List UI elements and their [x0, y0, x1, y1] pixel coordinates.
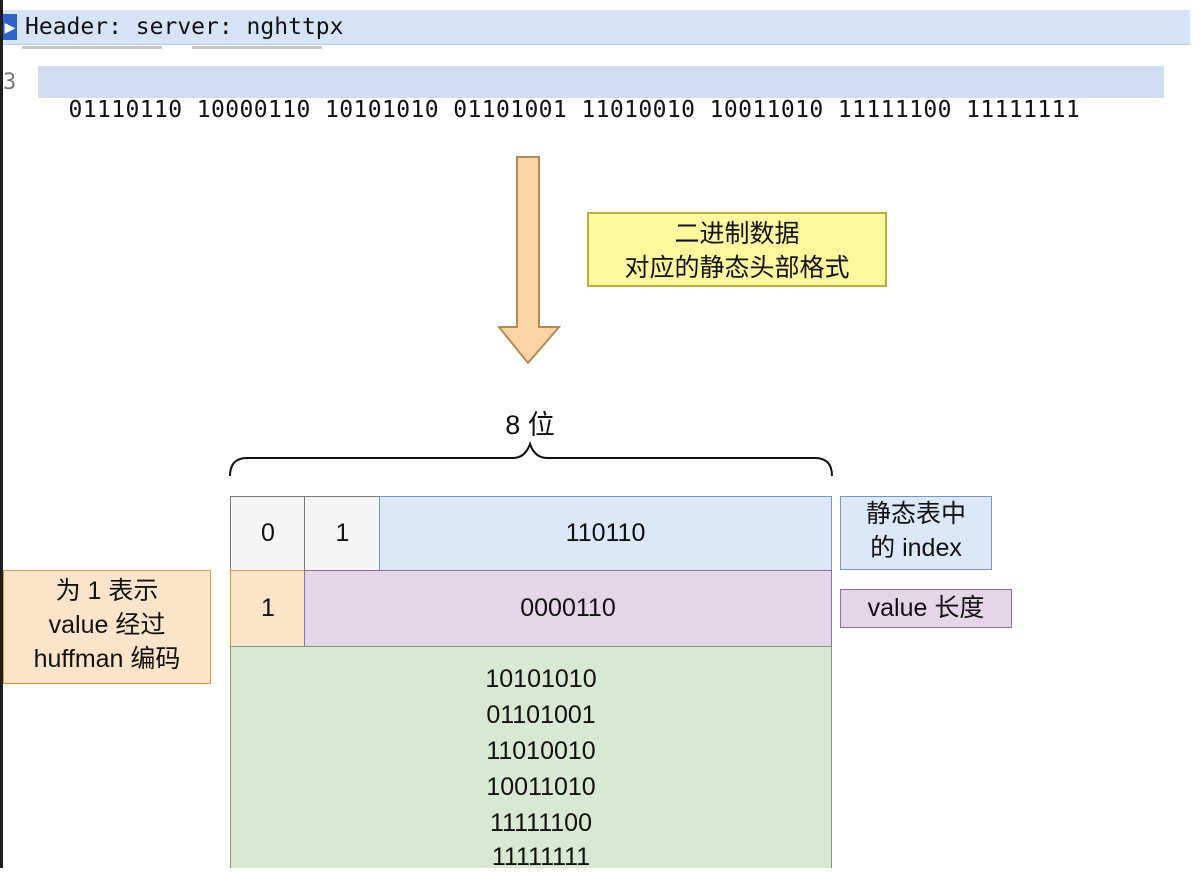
huffman-label-line-3: huffman 编码 [33, 645, 181, 673]
down-arrow-icon [498, 156, 562, 365]
note-line-1: 二进制数据 [674, 220, 800, 248]
index-label-line-1: 静态表中 [865, 500, 966, 528]
index-label: 静态表中 的 index [840, 496, 992, 570]
selected-header-row[interactable]: ▶ Header: server: nghttpx [3, 10, 1190, 45]
byte-8: 11111111 [966, 97, 1081, 123]
byte-6: 10011010 [709, 97, 824, 123]
conversion-note: 二进制数据 对应的静态头部格式 [587, 212, 887, 287]
width-label: 8 位 [505, 410, 555, 440]
huffman-label-line-1: 为 1 表示 [55, 577, 159, 605]
bits-highlight [38, 66, 1164, 98]
width-brace [229, 441, 833, 477]
byte-4: 01101001 [453, 97, 568, 123]
expand-triangle-icon[interactable]: ▶ [3, 14, 17, 40]
value-byte-6: 11111111 [491, 843, 591, 871]
value-byte-4: 10011010 [486, 773, 596, 801]
index-label-line-2: 的 index [870, 534, 962, 562]
bits-line[interactable]: 01110110 10000110 10101010 01101001 1101… [40, 68, 1080, 124]
value-byte-3: 11010010 [486, 737, 596, 765]
clipped-next-line [22, 44, 382, 50]
byte-7: 11111100 [837, 97, 952, 123]
row2-length-cell: 0000110 [304, 570, 832, 647]
note-line-2: 对应的静态头部格式 [624, 254, 850, 282]
value-bytes-block: 10101010 01101001 11010010 10011010 1111… [230, 646, 832, 871]
huffman-label: 为 1 表示 value 经过 huffman 编码 [3, 570, 211, 684]
byte-1: 01110110 [68, 97, 183, 123]
length-label: value 长度 [840, 589, 1012, 628]
byte-2: 10000110 [196, 97, 311, 123]
byte-3: 10101010 [324, 97, 439, 123]
hex-offset-glyph: 3 [3, 70, 17, 95]
row1-bit1-cell: 1 [304, 496, 381, 571]
window-left-edge [0, 0, 3, 868]
byte-5: 11010010 [581, 97, 696, 123]
row2-huffman-cell: 1 [230, 570, 306, 647]
value-byte-2: 01101001 [486, 701, 596, 729]
header-line-text: Header: server: nghttpx [25, 14, 344, 40]
row1-index-cell: 110110 [379, 496, 832, 571]
row1-bit0-cell: 0 [230, 496, 306, 571]
value-byte-1: 10101010 [485, 665, 597, 693]
huffman-label-line-2: value 经过 [48, 611, 166, 639]
value-byte-5: 11111100 [490, 809, 592, 837]
